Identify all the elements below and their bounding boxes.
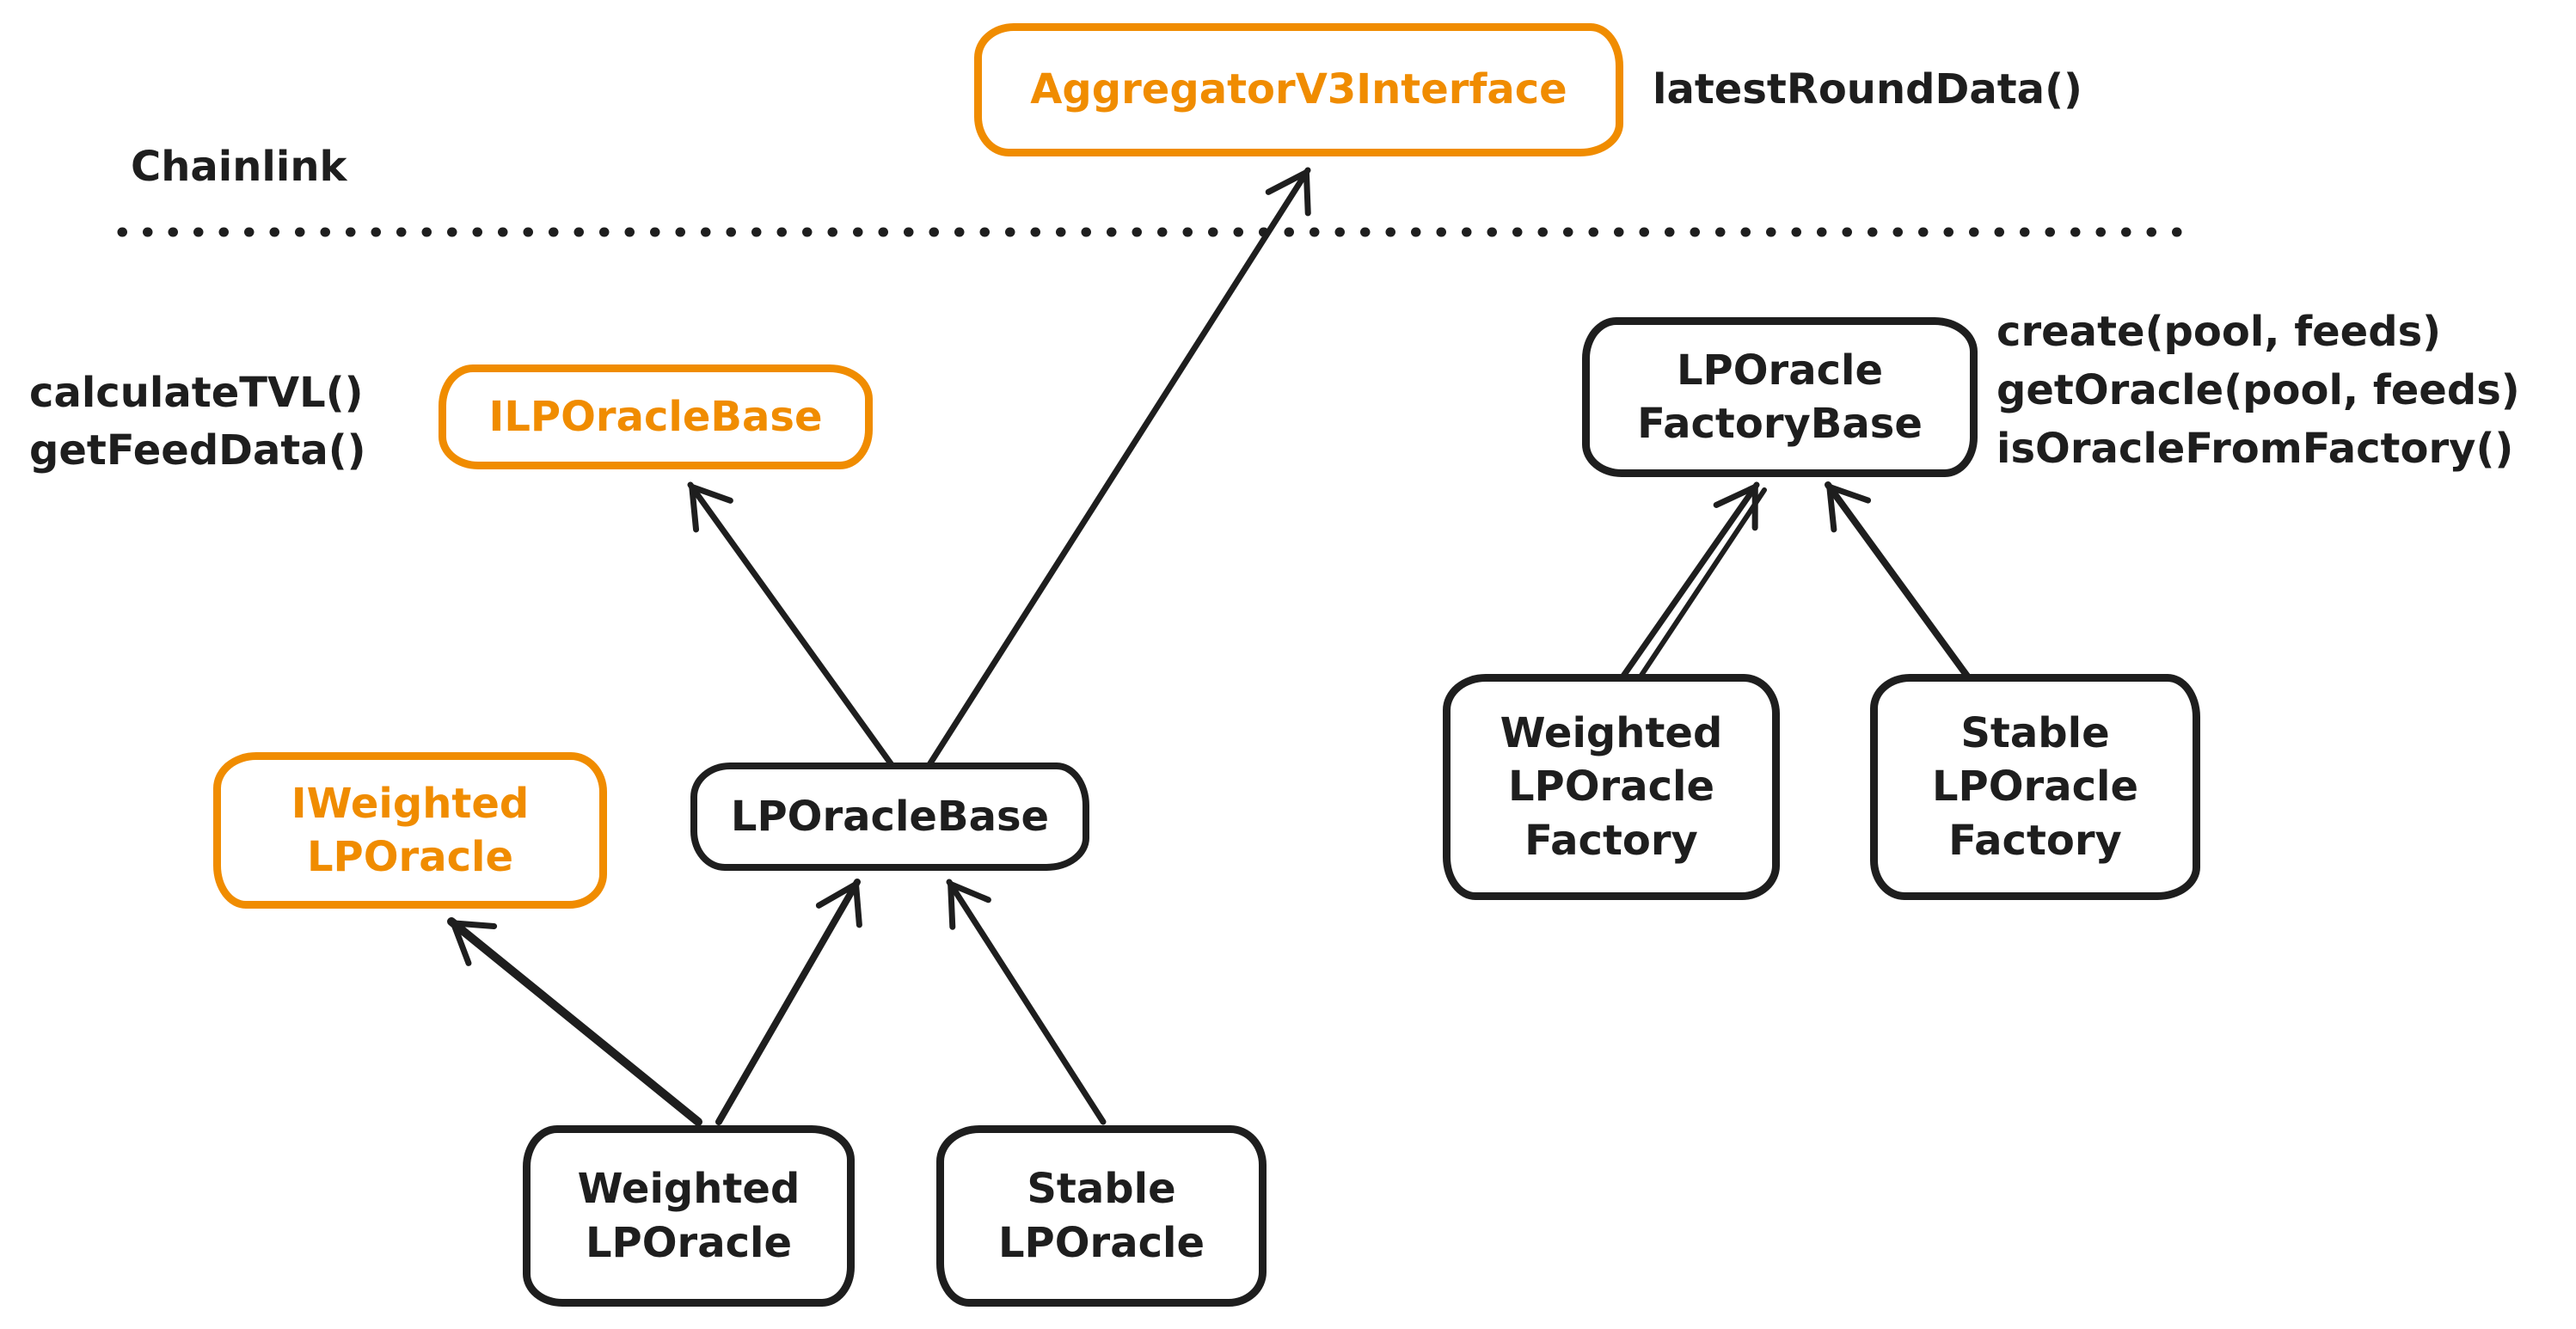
node-label: LPOracleBase: [730, 792, 1050, 841]
node-label: LPOracle: [997, 1218, 1205, 1267]
arrow-weightedlporacle-to-iweightedlporacle: [447, 917, 702, 1126]
annotation-latest-round-data: latestRoundData(): [1653, 65, 2082, 113]
node-iweighted-lporacle: IWeighted LPOracle: [213, 752, 607, 909]
node-label: Weighted: [1500, 708, 1723, 757]
node-ilporacle-base: ILPOracleBase: [439, 364, 873, 469]
node-label: Factory: [1524, 816, 1698, 865]
arrow-lporaclebase-to-ilporaclebase: [687, 481, 896, 769]
annotation-factory-base-methods: create(pool, feeds) getOracle(pool, feed…: [1996, 303, 2520, 478]
node-weighted-lporacle: Weighted LPOracle: [523, 1125, 855, 1307]
chainlink-section-label: Chainlink: [131, 143, 347, 191]
arrow-lporaclebase-to-aggregator: [925, 167, 1311, 769]
node-label: AggregatorV3Interface: [1030, 65, 1567, 114]
node-label: LPOracle: [1676, 346, 1884, 395]
node-label: Stable: [1027, 1165, 1176, 1214]
arrow-stablelporacle-to-lporaclebase: [946, 879, 1107, 1125]
node-weighted-lporacle-factory: Weighted LPOracle Factory: [1443, 674, 1780, 900]
node-label: LPOracle: [306, 833, 514, 881]
annotation-line: create(pool, feeds): [1996, 308, 2442, 356]
node-lporacle-factory-base: LPOracle FactoryBase: [1582, 317, 1978, 477]
node-label: FactoryBase: [1637, 400, 1923, 448]
node-aggregator-v3-interface: AggregatorV3Interface: [974, 23, 1623, 156]
node-lporacle-base: LPOracleBase: [690, 762, 1089, 871]
node-label: Weighted: [577, 1165, 800, 1214]
arrow-weightedlporacle-to-lporaclebase: [715, 879, 862, 1125]
annotation-line: isOracleFromFactory(): [1996, 425, 2514, 474]
annotation-line: calculateTVL(): [29, 369, 364, 417]
annotation-line: getFeedData(): [29, 426, 366, 475]
node-label: ILPOracleBase: [488, 392, 823, 441]
node-label: LPOracle: [1507, 762, 1715, 811]
node-stable-lporacle: Stable LPOracle: [936, 1125, 1267, 1307]
node-label: LPOracle: [1931, 762, 2139, 811]
node-label: Stable: [1960, 708, 2110, 757]
node-label: IWeighted: [291, 779, 530, 828]
node-label: LPOracle: [585, 1218, 793, 1267]
annotation-line: getOracle(pool, feeds): [1996, 366, 2520, 415]
annotation-oracle-base-methods: calculateTVL() getFeedData(): [29, 364, 366, 480]
node-stable-lporacle-factory: Stable LPOracle Factory: [1870, 674, 2200, 900]
arrow-stablefactory-to-factorybase: [1825, 481, 1974, 684]
node-label: Factory: [1948, 816, 2122, 865]
arrow-weightedfactory-to-factorybase: [1616, 481, 1760, 684]
arrow-weightedfactory-to-factorybase-overdraw: [1636, 487, 1767, 682]
